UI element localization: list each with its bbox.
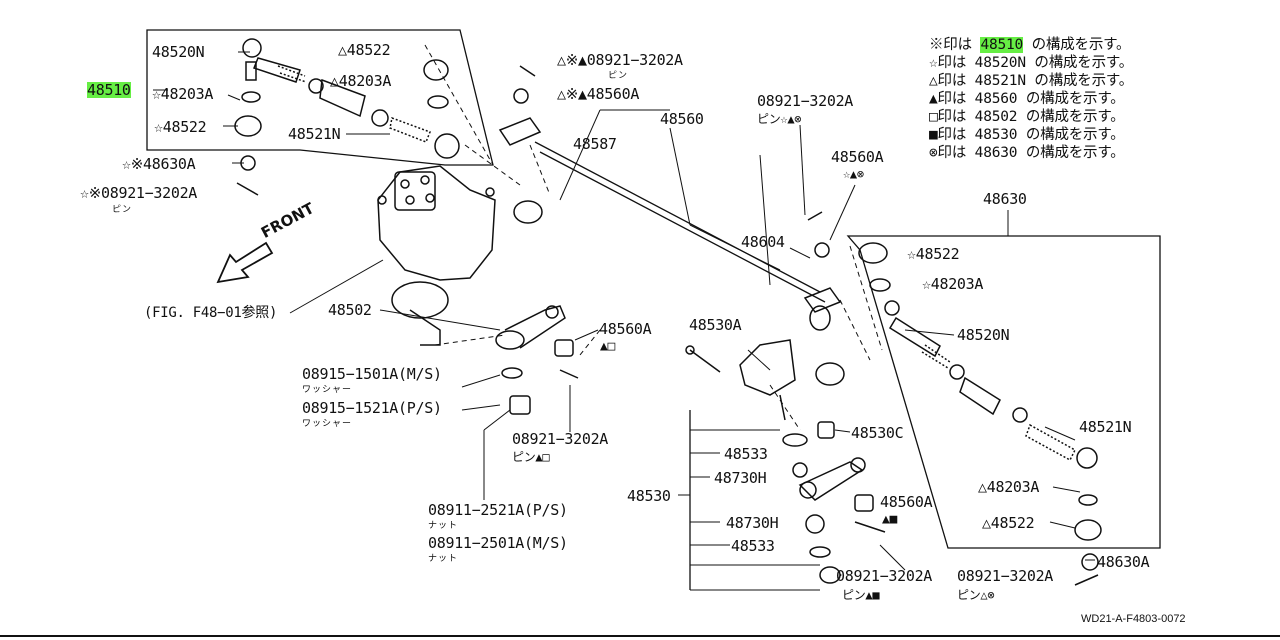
part-48560A-idler-sublabel: ▲□: [600, 339, 616, 354]
pin-arm-sublabel: ピン▲■: [842, 588, 880, 602]
legend-part-highlight: 48510: [980, 37, 1024, 53]
nut-ps-label[interactable]: 08911−2521A(P/S): [428, 501, 568, 519]
part-48530C-label[interactable]: 48530C: [851, 424, 904, 442]
figure-reference-label[interactable]: (FIG. F48−01参照): [144, 305, 278, 321]
part-48730H-b-label[interactable]: 48730H: [726, 514, 779, 532]
legend-row: □印は 48502 の構成を示す。: [929, 109, 1125, 125]
pin-center-sublabel: ピン☆▲⊗: [757, 112, 802, 126]
legend-row: ※印は 48510 の構成を示す。: [929, 37, 1131, 53]
steering-gear-box: [377, 165, 496, 346]
pin-right-label[interactable]: 08921−3202A: [957, 567, 1054, 585]
assembly-48510-outline: [146, 29, 494, 166]
part-48604-label[interactable]: 48604: [741, 233, 785, 251]
part-48560-label[interactable]: 48560: [660, 110, 704, 128]
part-48560A-idler-label[interactable]: 48560A: [599, 320, 652, 338]
pin-top-label[interactable]: △※▲08921−3202A: [557, 51, 683, 69]
pin-left-label[interactable]: ☆※08921−3202A: [80, 184, 198, 202]
part-48502-label[interactable]: 48502: [328, 301, 372, 319]
part-48203A-label[interactable]: ☆48203A: [152, 85, 214, 103]
assembly-48630-outline: [846, 235, 1161, 549]
pin-left-sublabel: ピン: [112, 205, 133, 215]
part-48522-label[interactable]: ☆48522: [154, 118, 207, 136]
part-48203A-right2-label[interactable]: △48203A: [978, 478, 1040, 496]
part-48630A-right-label[interactable]: 48630A: [1097, 553, 1150, 571]
front-arrow: [216, 241, 274, 284]
legend-row: ■印は 48530 の構成を示す。: [929, 127, 1125, 143]
pin-right-sublabel: ピン△⊗: [957, 588, 995, 602]
part-48203A-right-label[interactable]: ☆48203A: [922, 275, 984, 293]
part-48203A-mid-label[interactable]: △48203A: [330, 72, 392, 90]
part-48560A-arm-label[interactable]: 48560A: [880, 493, 933, 511]
legend-row: ☆印は 48520N の構成を示す。: [929, 55, 1134, 71]
assembly-48630-label[interactable]: 48630: [983, 190, 1027, 208]
idler-arm-48530: [685, 339, 886, 584]
part-48533-a-label[interactable]: 48533: [724, 445, 768, 463]
part-48530A-label[interactable]: 48530A: [689, 316, 742, 334]
part-48587-label[interactable]: 48587: [573, 135, 617, 153]
part-48533-b-label[interactable]: 48533: [731, 537, 775, 555]
part-48530-label[interactable]: 48530: [627, 487, 671, 505]
tie-rod-48510: [234, 38, 460, 196]
part-48521N-label[interactable]: 48521N: [288, 125, 341, 143]
part-48522-right2-label[interactable]: △48522: [982, 514, 1035, 532]
assembly-48510-label[interactable]: 48510: [87, 81, 131, 99]
legend-row: ▲印は 48560 の構成を示す。: [929, 91, 1125, 107]
part-48520N-label[interactable]: 48520N: [152, 43, 205, 61]
part-48560A-arm-sublabel: ▲■: [882, 512, 898, 527]
part-48520N-right-label[interactable]: 48520N: [957, 326, 1010, 344]
relay-rod-end: [498, 65, 845, 386]
washer-ms-label[interactable]: 08915−1501A(M/S): [302, 365, 442, 383]
pin-top-sublabel: ピン: [608, 71, 629, 81]
part-48630A-label[interactable]: ☆※48630A: [122, 155, 196, 173]
legend-row: ⊗印は 48630 の構成を示す。: [929, 145, 1125, 161]
nut-ms-label[interactable]: 08911−2501A(M/S): [428, 534, 568, 552]
part-48521N-right-label[interactable]: 48521N: [1079, 418, 1132, 436]
part-48730H-a-label[interactable]: 48730H: [714, 469, 767, 487]
nut-ms-sublabel: ナット: [428, 554, 459, 564]
relay-rod-48560: [534, 141, 826, 303]
pitman-arm: [495, 305, 579, 415]
part-48522-top-label[interactable]: △48522: [338, 41, 391, 59]
pin-arm-label[interactable]: 08921−3202A: [836, 567, 933, 585]
pin-idler-sublabel: ピン▲□: [512, 450, 550, 464]
legend-row: △印は 48521N の構成を示す。: [929, 73, 1134, 89]
washer-ms-sublabel: ワッシャー: [302, 385, 353, 395]
pin-idler-label[interactable]: 08921−3202A: [512, 430, 609, 448]
part-48560A-top-label[interactable]: △※▲48560A: [557, 85, 640, 103]
tie-rod-48630: [858, 242, 1102, 586]
nut-ps-sublabel: ナット: [428, 521, 459, 531]
part-48560A-right-sublabel: ☆▲⊗: [843, 167, 864, 181]
leader-lines: [153, 51, 1095, 591]
pin-center-label[interactable]: 08921−3202A: [757, 92, 854, 110]
part-48560A-right-label[interactable]: 48560A: [831, 148, 884, 166]
washer-ps-sublabel: ワッシャー: [302, 419, 353, 429]
drawing-code: WD21-A-F4803-0072: [1081, 613, 1186, 625]
part-48522-right-label[interactable]: ☆48522: [907, 245, 960, 263]
washer-ps-label[interactable]: 08915−1521A(P/S): [302, 399, 442, 417]
